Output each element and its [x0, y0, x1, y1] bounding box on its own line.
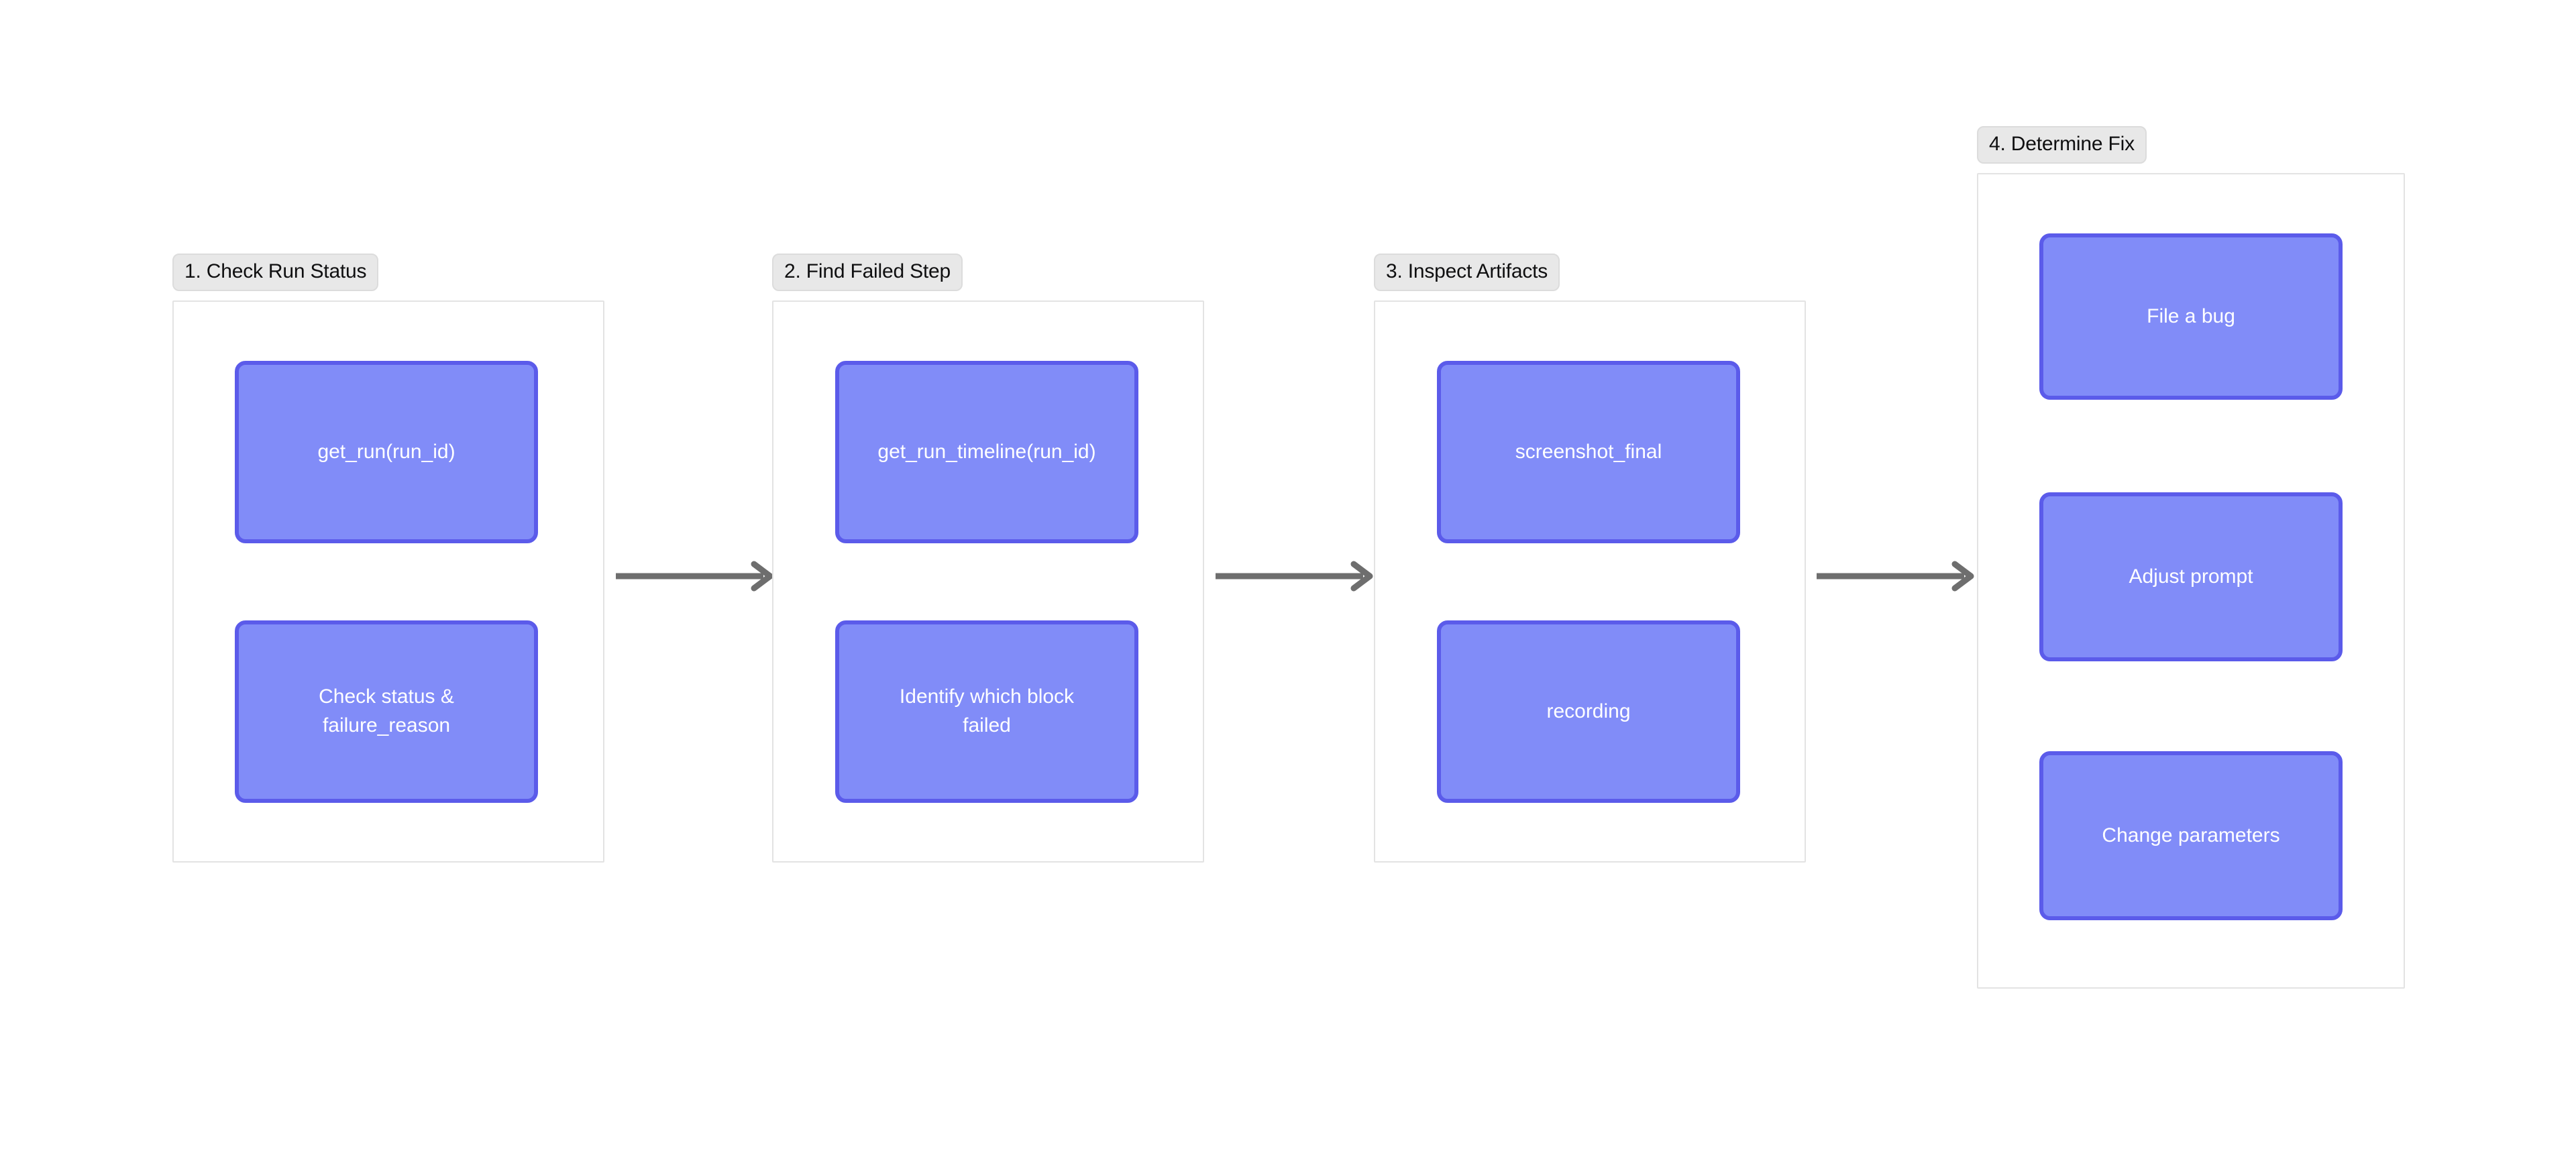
node-label: Adjust prompt: [2129, 565, 2253, 588]
arrow-group3-to-group4: [1815, 561, 1976, 592]
group-label-3: 3. Inspect Artifacts: [1374, 254, 1560, 291]
node-label: recording: [1546, 700, 1631, 722]
node-label: Change parameters: [2102, 824, 2280, 846]
node-identify-failed-block[interactable]: Identify which block failed: [835, 620, 1138, 803]
group-label-4: 4. Determine Fix: [1977, 126, 2147, 164]
node-file-a-bug[interactable]: File a bug: [2039, 233, 2343, 400]
group-label-1: 1. Check Run Status: [172, 254, 379, 291]
node-check-status[interactable]: Check status & failure_reason: [235, 620, 538, 803]
node-recording[interactable]: recording: [1437, 620, 1740, 803]
node-get-run[interactable]: get_run(run_id): [235, 361, 538, 543]
node-label: Check status & failure_reason: [319, 685, 454, 736]
node-change-parameters[interactable]: Change parameters: [2039, 751, 2343, 920]
group-label-2: 2. Find Failed Step: [772, 254, 963, 291]
arrow-group2-to-group3: [1214, 561, 1375, 592]
node-screenshot-final[interactable]: screenshot_final: [1437, 361, 1740, 543]
node-label: screenshot_final: [1515, 440, 1662, 463]
node-label: Identify which block failed: [899, 685, 1075, 736]
node-get-run-timeline[interactable]: get_run_timeline(run_id): [835, 361, 1138, 543]
node-label: File a bug: [2147, 305, 2235, 327]
node-label: get_run(run_id): [317, 440, 455, 463]
node-adjust-prompt[interactable]: Adjust prompt: [2039, 492, 2343, 661]
arrow-group1-to-group2: [614, 561, 775, 592]
node-label: get_run_timeline(run_id): [877, 440, 1096, 463]
